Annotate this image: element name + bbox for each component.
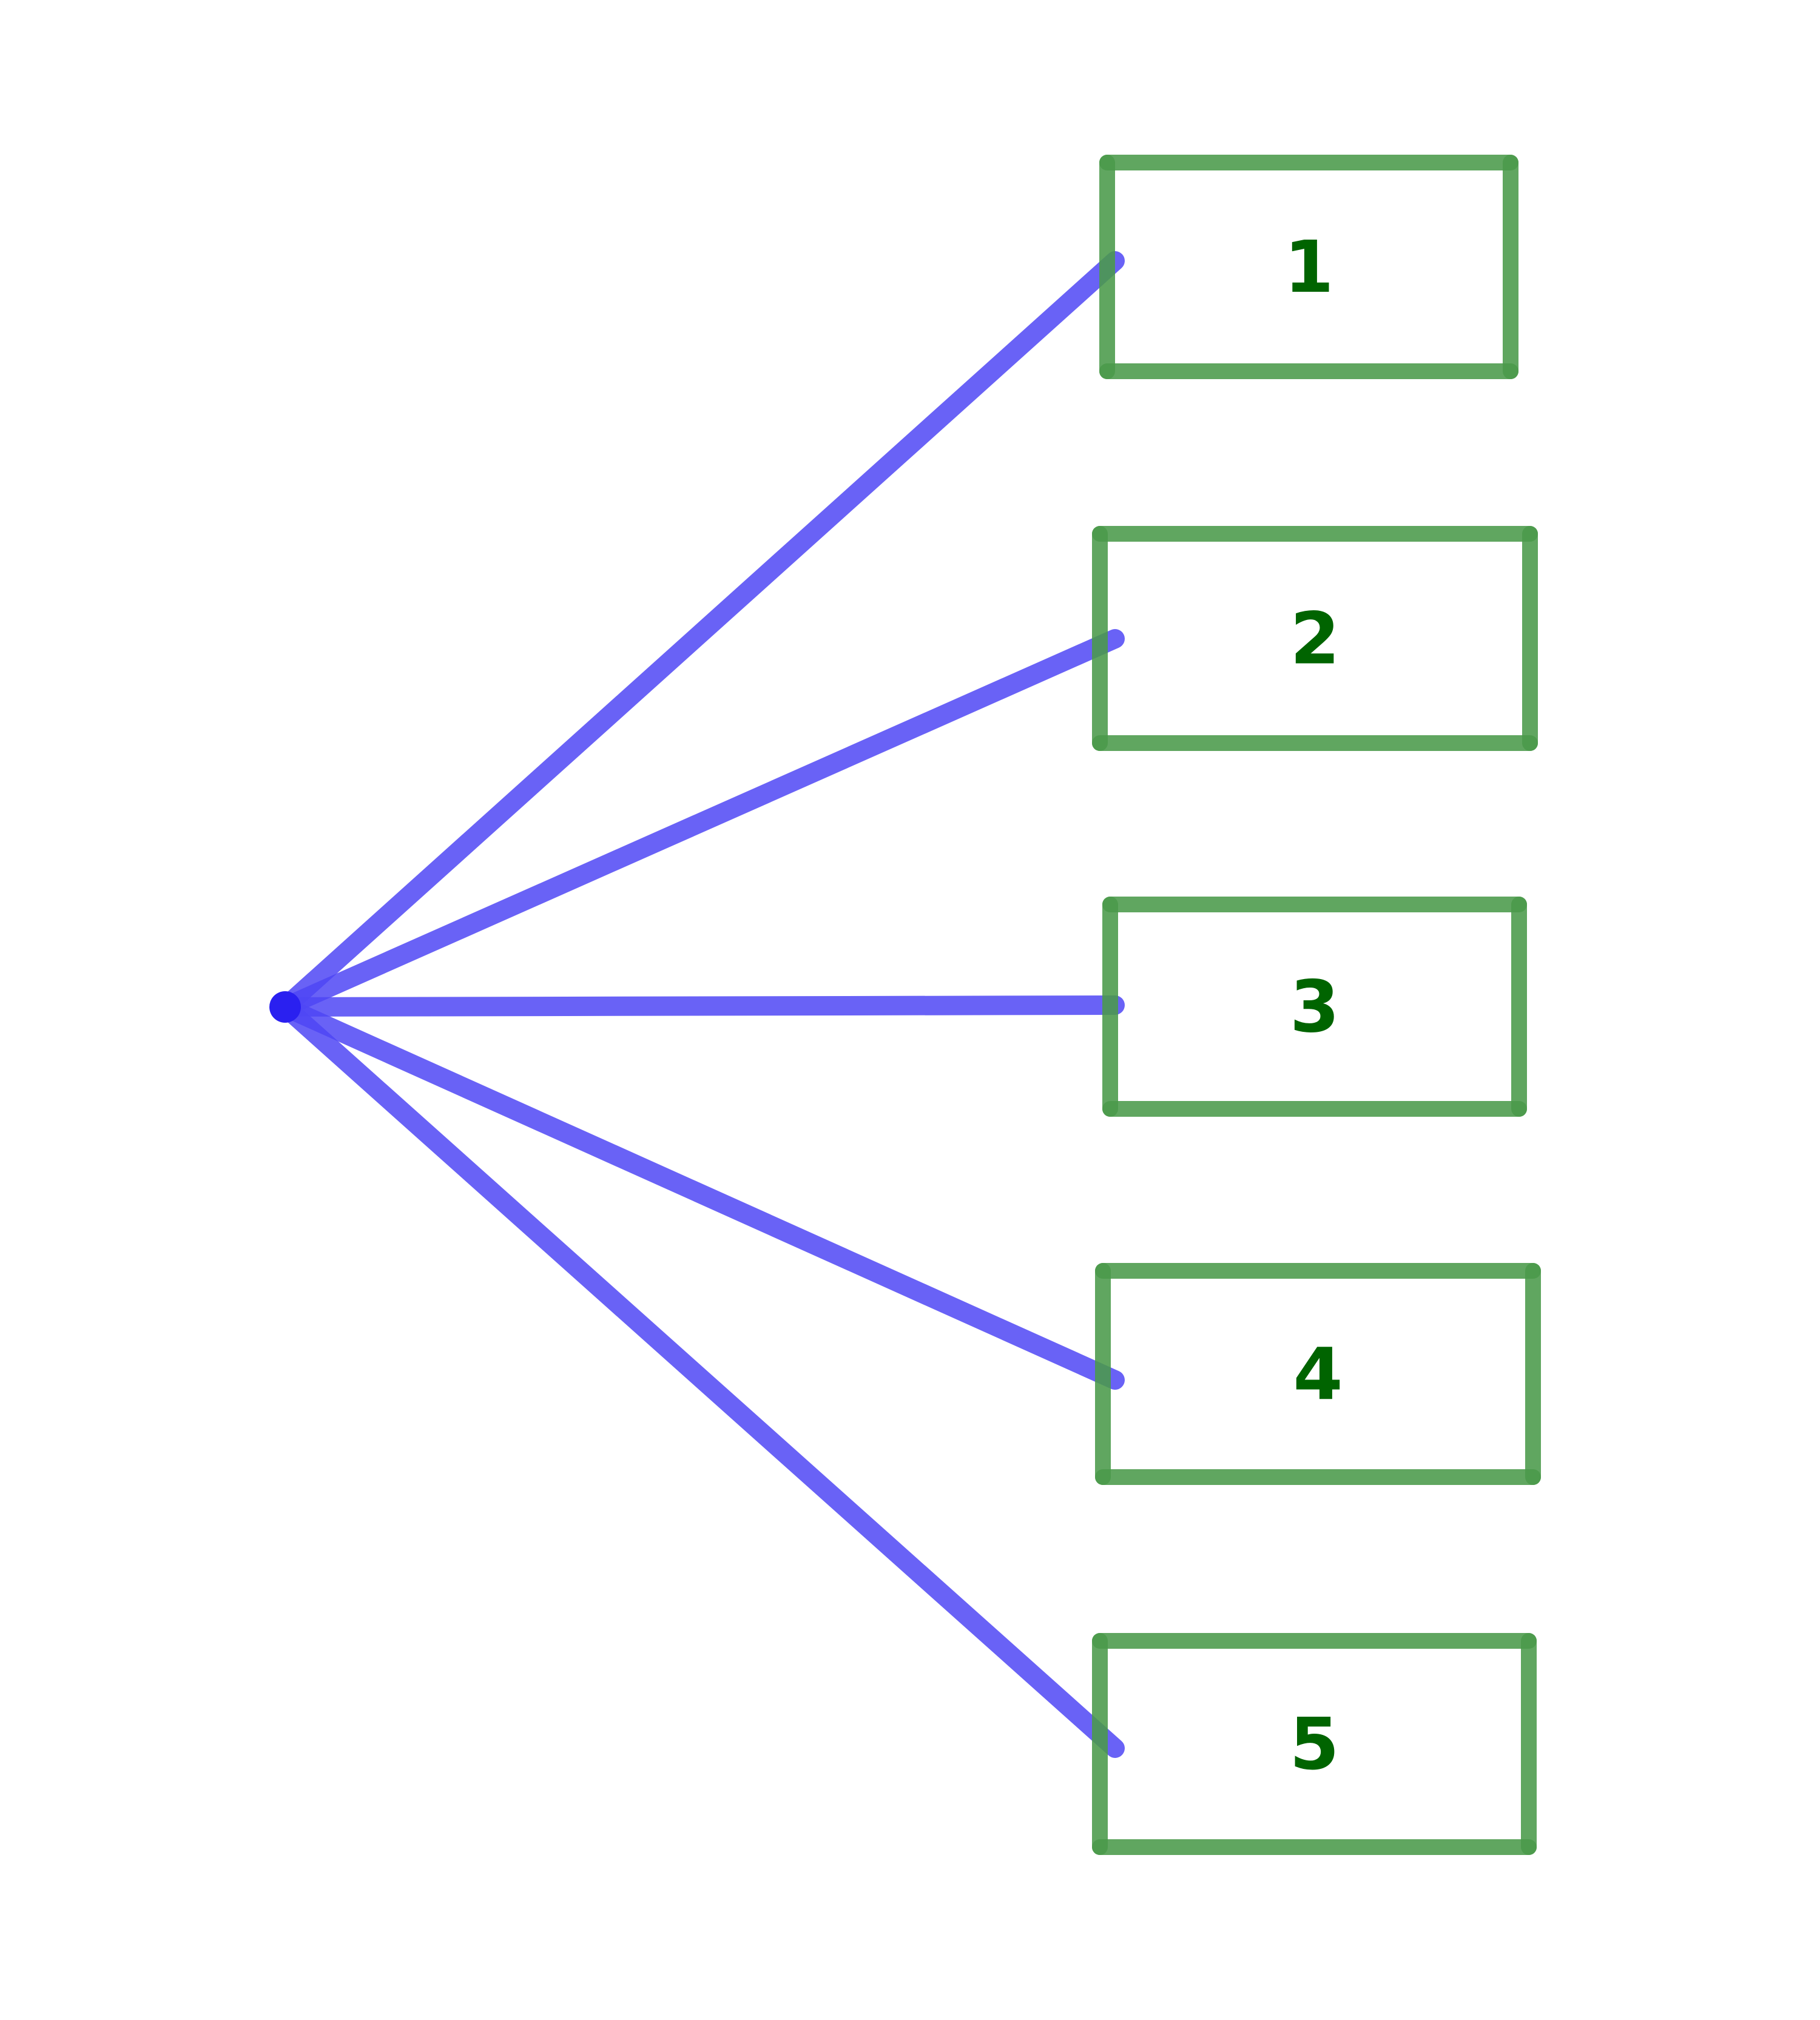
node-box[interactable]: 2 <box>1092 526 1538 751</box>
node-box[interactable]: 1 <box>1099 155 1518 379</box>
hub-node[interactable] <box>269 991 301 1023</box>
node-label: 2 <box>1290 597 1340 681</box>
boxes-layer: 1 2 3 4 5 <box>1092 155 1541 1855</box>
edge-connector[interactable] <box>275 251 1125 1017</box>
node-label: 1 <box>1284 225 1333 309</box>
edge-connector[interactable] <box>275 995 1125 1017</box>
node-label: 3 <box>1290 965 1340 1049</box>
node-label: 4 <box>1293 1332 1343 1416</box>
node-box[interactable]: 3 <box>1102 897 1527 1117</box>
edge-connector[interactable] <box>275 997 1125 1390</box>
edge-connector[interactable] <box>275 629 1125 1017</box>
node-box[interactable]: 5 <box>1092 1633 1537 1855</box>
node-label: 5 <box>1289 1702 1339 1786</box>
edge-connector[interactable] <box>275 997 1125 1758</box>
hub-layer <box>269 991 301 1023</box>
node-box[interactable]: 4 <box>1095 1263 1541 1485</box>
edges-layer <box>275 251 1125 1758</box>
